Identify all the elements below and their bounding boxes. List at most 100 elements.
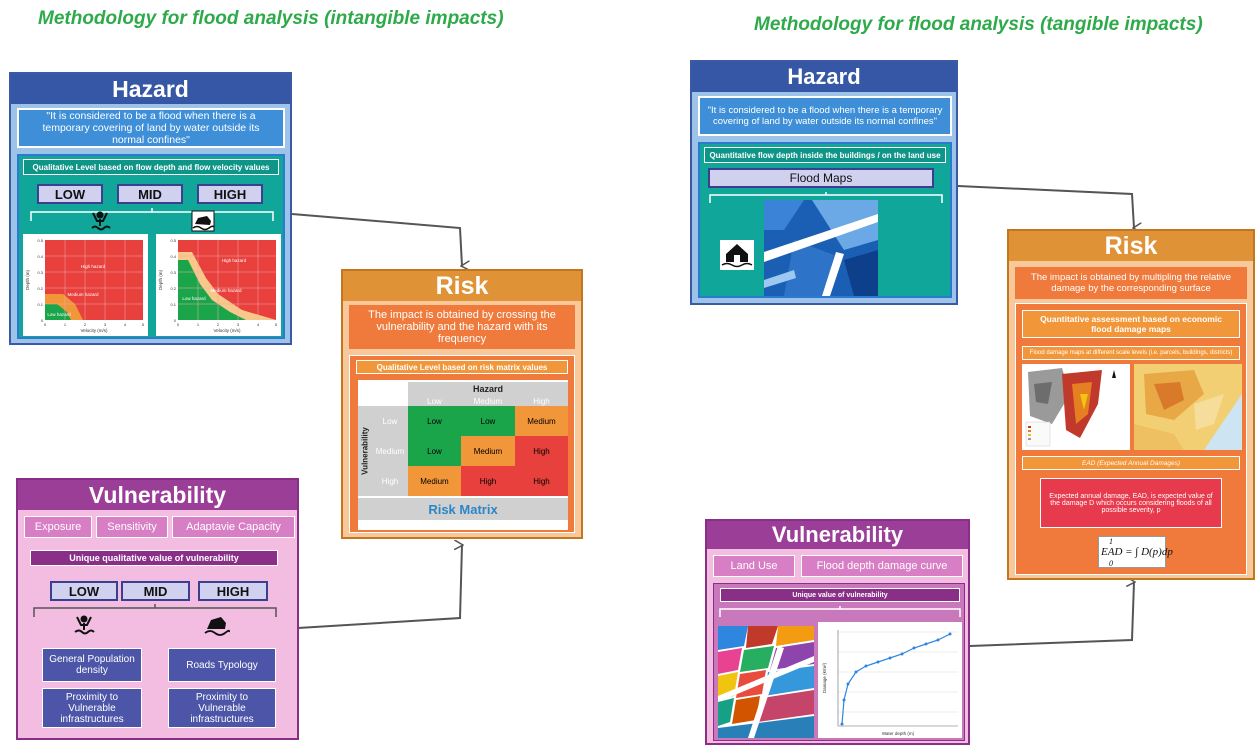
matrix-cell: Medium [461,436,515,466]
arrow-hazard-to-risk-left [291,213,462,266]
chart2-medium-label: Medium hazard [210,288,242,293]
chart1-ytick-0: 0.5 [37,238,43,243]
left-vuln-level-mid: MID [121,581,190,601]
left-vuln-factor-sensitivity: Sensitivity [96,516,168,538]
matrix-cell: Low [408,406,461,436]
left-vuln-box-proximity-1: Proximity to Vulnerable infrastructures [42,688,142,728]
curve-ylabel: Damage (€/m²) [822,662,827,693]
matrix-cell: High [461,466,515,496]
house-flooded-icon [720,240,754,270]
chart1-ytick-1: 0.4 [37,254,43,259]
left-risk-desc: The impact is obtained by crossing the v… [349,305,575,349]
formula-text: EAD = ∫ D(p)dp [1101,546,1173,558]
right-vuln-brace [719,606,961,617]
left-hazard-quote: "It is considered to be a flood when the… [17,108,285,148]
matrix-cell: Medium [515,406,568,436]
matrix-cell: High [515,466,568,496]
right-vuln-factor-curve: Flood depth damage curve [801,555,963,577]
right-risk-damage-maps-label: Flood damage maps at different scale lev… [1022,346,1240,360]
risk-matrix: Hazard Low Medium High Vulnerability Low… [358,380,568,530]
left-risk-title: Risk [343,271,581,301]
left-hazard-panel: Hazard "It is considered to be a flood w… [9,72,292,345]
right-risk-panel: Risk The impact is obtained by multiplin… [1007,229,1255,580]
chart1-xtick-4: 4 [124,322,127,327]
right-hazard-panel: Hazard "It is considered to be a flood w… [690,60,958,305]
chart2-low-label: Low hazard [182,296,206,301]
left-hazard-chart-2: High hazard Medium hazard Low hazard Dep… [156,234,281,336]
chart2-ytick-2: 0.3 [170,270,176,275]
title-tangible: Methodology for flood analysis (tangible… [754,14,1203,35]
chart2-ytick-3: 0.2 [170,286,176,291]
right-risk-quant-box: Quantitative assessment based on economi… [1015,303,1247,575]
person-drowning-icon [91,211,111,231]
chart2-ytick-1: 0.4 [170,254,176,259]
matrix-hazard-label: Hazard [408,382,568,396]
chart1-xlabel: Velocity (m/s) [80,328,108,333]
person-drowning-icon [74,615,95,635]
matrix-col-high: High [515,396,568,406]
landuse-map-image [718,626,814,738]
depth-damage-curve-chart: Damage (€/m²) Water depth (m) [818,622,962,738]
matrix-col-low: Low [408,396,461,406]
chart2-xtick-4: 4 [257,322,260,327]
chart1-ytick-3: 0.2 [37,286,43,291]
left-vuln-factor-adaptive: Adaptavie Capacity [172,516,295,538]
left-hazard-qual-label: Qualitative Level based on flow depth an… [23,159,279,175]
left-hazard-chart-1: High hazard Medium hazard Low hazard Dep… [23,234,148,336]
left-risk-panel: Risk The impact is obtained by crossing … [341,269,583,539]
chart1-ytick-4: 0.1 [37,302,43,307]
right-risk-quant-label: Quantitative assessment based on economi… [1022,310,1240,338]
formula-lower: 0 [1109,559,1113,568]
right-risk-ead-label: EAD (Expected Annual Damages) [1022,456,1240,470]
chart1-ylabel: Depth (m) [25,270,30,291]
right-hazard-quant-label: Quantitative flow depth inside the build… [704,147,946,163]
chart1-xtick-0: 0 [44,322,47,327]
left-hazard-level-high: HIGH [197,184,263,204]
matrix-row-low: Low [372,406,408,436]
arrow-vuln-to-risk-left [297,545,462,629]
chart2-xlabel: Velocity (m/s) [213,328,241,333]
chart1-ytick-2: 0.3 [37,270,43,275]
chart1-low-label: Low hazard [47,312,71,317]
left-hazard-brace [30,208,274,221]
right-hazard-brace [709,192,943,203]
chart1-high-label: High hazard [81,264,106,269]
title-intangible: Methodology for flood analysis (intangib… [38,8,504,29]
right-vuln-unique-label: Unique value of vulnerability [720,588,960,602]
chart1-xtick-2: 2 [84,322,87,327]
chart1-ytick-5: 0 [41,318,44,323]
left-vuln-panel: Vulnerability Exposure Sensitivity Adapt… [16,478,299,740]
chart1-xtick-1: 1 [64,322,67,327]
left-vuln-title: Vulnerability [18,480,297,510]
chart2-ytick-4: 0.1 [170,302,176,307]
right-risk-ead-desc: Expected annual damage, EAD, is expected… [1040,478,1222,528]
left-risk-qual-box: Qualitative Level based on risk matrix v… [349,355,575,533]
chart1-xtick-3: 3 [104,322,107,327]
arrow-hazard-to-risk-right [957,185,1134,228]
matrix-caption: Risk Matrix [358,498,568,520]
chart2-xtick-1: 1 [197,322,200,327]
matrix-row-medium: Medium [372,436,408,466]
right-vuln-panel: Vulnerability Land Use Flood depth damag… [705,519,970,745]
chart1-medium-label: Medium hazard [67,292,99,297]
right-risk-desc: The impact is obtained by multipling the… [1015,267,1247,299]
left-hazard-level-mid: MID [117,184,183,204]
chart2-xtick-2: 2 [217,322,220,327]
chart2-ylabel: Depth (m) [158,270,163,291]
damage-map-districts-image [1134,364,1242,450]
left-vuln-unique-label: Unique qualitative value of vulnerabilit… [30,550,278,566]
matrix-row-high: High [372,466,408,496]
right-hazard-flood-maps: Flood Maps [708,168,934,188]
formula-upper: 1 [1109,537,1113,546]
left-hazard-title: Hazard [11,74,290,104]
left-hazard-qual-box: Qualitative Level based on flow depth an… [17,154,285,339]
matrix-cell: Low [408,436,461,466]
left-vuln-level-high: HIGH [198,581,268,601]
left-vuln-box-roads: Roads Typology [168,648,276,682]
left-hazard-level-low: LOW [37,184,103,204]
matrix-cell: High [515,436,568,466]
chart2-ytick-5: 0 [174,318,177,323]
matrix-vuln-label: Vulnerability [360,427,370,475]
car-flooded-icon [204,617,230,636]
